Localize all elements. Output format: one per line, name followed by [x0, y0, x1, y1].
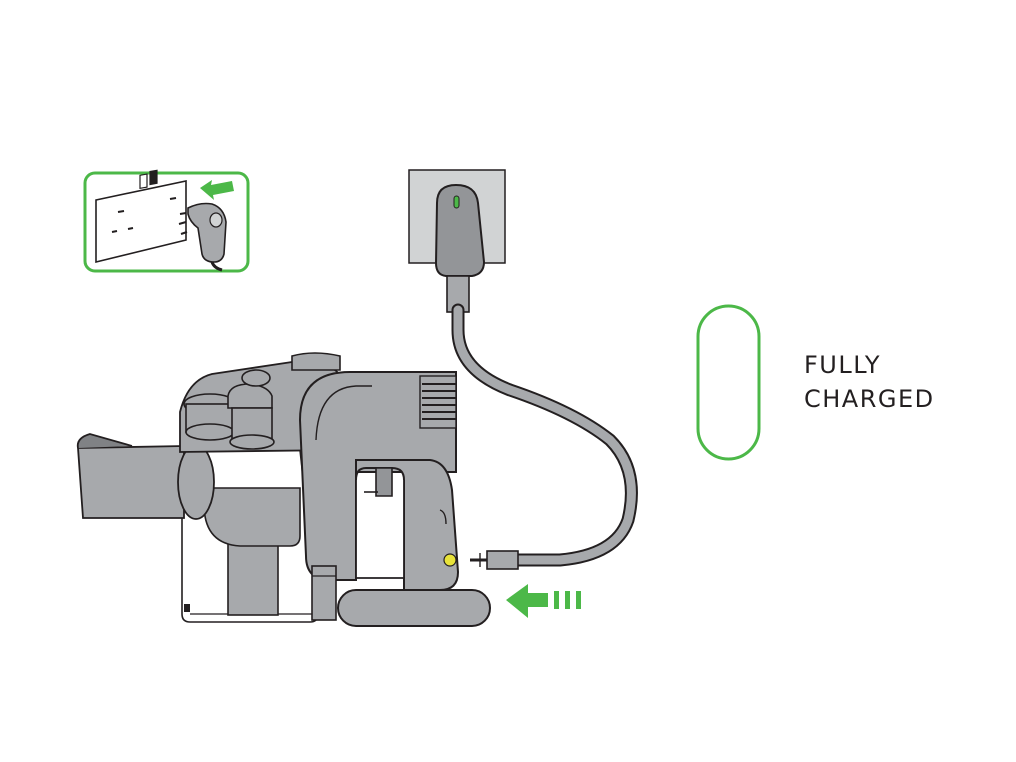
- socket-switch-left: [139, 173, 148, 190]
- bin-release-button: [227, 383, 273, 409]
- trigger: [375, 467, 393, 497]
- socket-hole: [169, 197, 177, 200]
- socket-hole: [117, 210, 125, 213]
- inset-plug: [178, 202, 227, 272]
- motor-housing: [298, 371, 457, 581]
- charger-body: [434, 183, 486, 277]
- battery-pack: [337, 589, 491, 627]
- socket-plate: [95, 180, 187, 264]
- charger-cable: [451, 303, 638, 570]
- wall-socket-inset: [83, 169, 250, 273]
- nozzle: [77, 445, 185, 519]
- plug-in-arrow-icon: [200, 180, 234, 200]
- socket-switch-right: [149, 169, 158, 186]
- charge-status-pill-icon: [696, 304, 761, 461]
- charge-status-line-1: FULLY: [804, 351, 882, 379]
- charge-port-indicator: [443, 553, 457, 567]
- charge-status-line-2: CHARGED: [804, 385, 935, 413]
- nozzle-collar: [177, 444, 215, 520]
- socket-hole: [127, 227, 134, 230]
- wall-charger: [408, 169, 506, 313]
- cable-connector: [486, 550, 519, 570]
- insert-arrow-icon: [506, 584, 581, 618]
- socket-hole: [111, 230, 118, 233]
- charge-status-label: FULLY CHARGED: [804, 348, 935, 416]
- handheld-vacuum: [76, 352, 491, 627]
- exhaust-vent: [419, 375, 457, 429]
- charger-led: [453, 195, 460, 209]
